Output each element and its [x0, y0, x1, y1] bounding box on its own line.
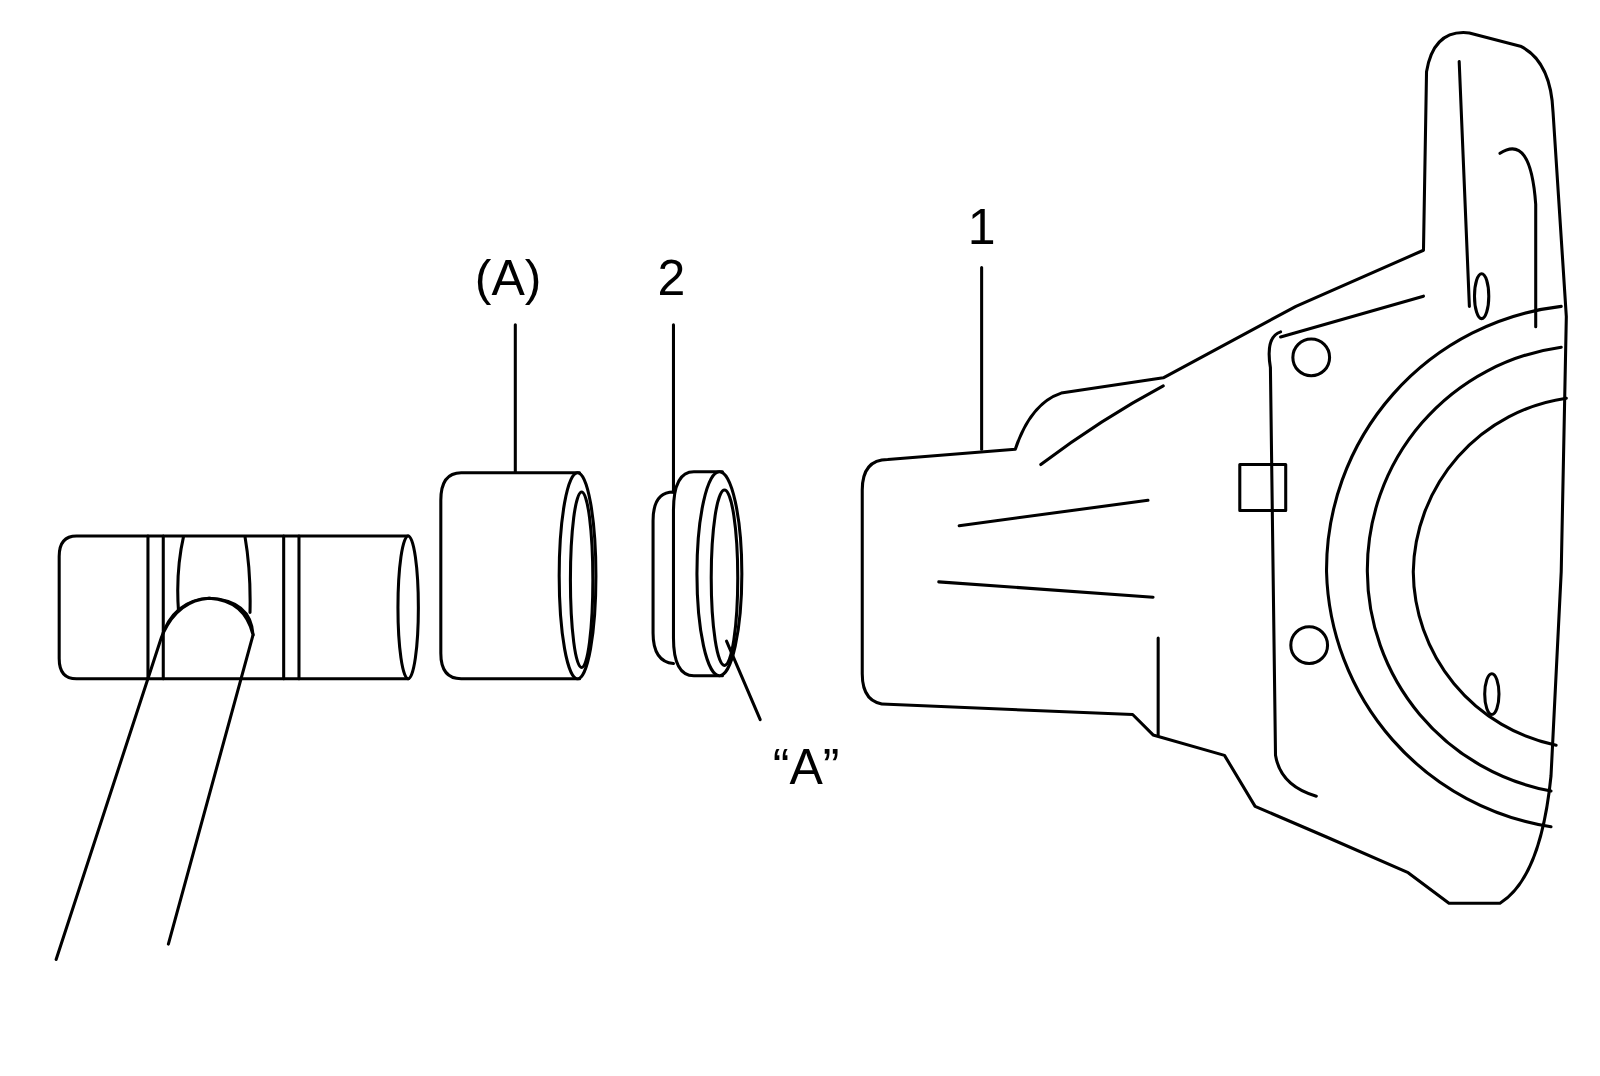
housing-flange — [1459, 61, 1536, 326]
oil-seal-lip — [711, 490, 738, 666]
driver-head-end — [398, 536, 418, 679]
installer-tool-end — [559, 473, 596, 679]
callout-label: 2 — [658, 253, 686, 303]
differential-housing — [862, 33, 1566, 904]
oil-seal-face — [697, 472, 742, 676]
driver-head — [59, 536, 408, 679]
callout-label: (A) — [475, 253, 542, 303]
leader-line — [514, 325, 517, 472]
bearing-bore — [1367, 347, 1561, 791]
bolt-hole — [1291, 627, 1328, 664]
driver-handle — [56, 598, 253, 959]
installer-tool-bore — [570, 492, 592, 668]
driver-handle-top — [163, 598, 253, 635]
driver-rings — [148, 536, 299, 679]
leader-line — [980, 268, 983, 450]
housing-hole — [1474, 274, 1488, 319]
housing-details — [939, 296, 1424, 796]
bearing-bore — [1327, 306, 1562, 826]
housing-hole — [1485, 674, 1499, 715]
leader-line — [672, 325, 675, 492]
callout-label: 1 — [968, 202, 996, 252]
callout-label: “A” — [773, 742, 840, 792]
leader-line — [727, 641, 761, 720]
bearing-bore — [1413, 398, 1566, 745]
bolt-hole — [1293, 339, 1330, 376]
